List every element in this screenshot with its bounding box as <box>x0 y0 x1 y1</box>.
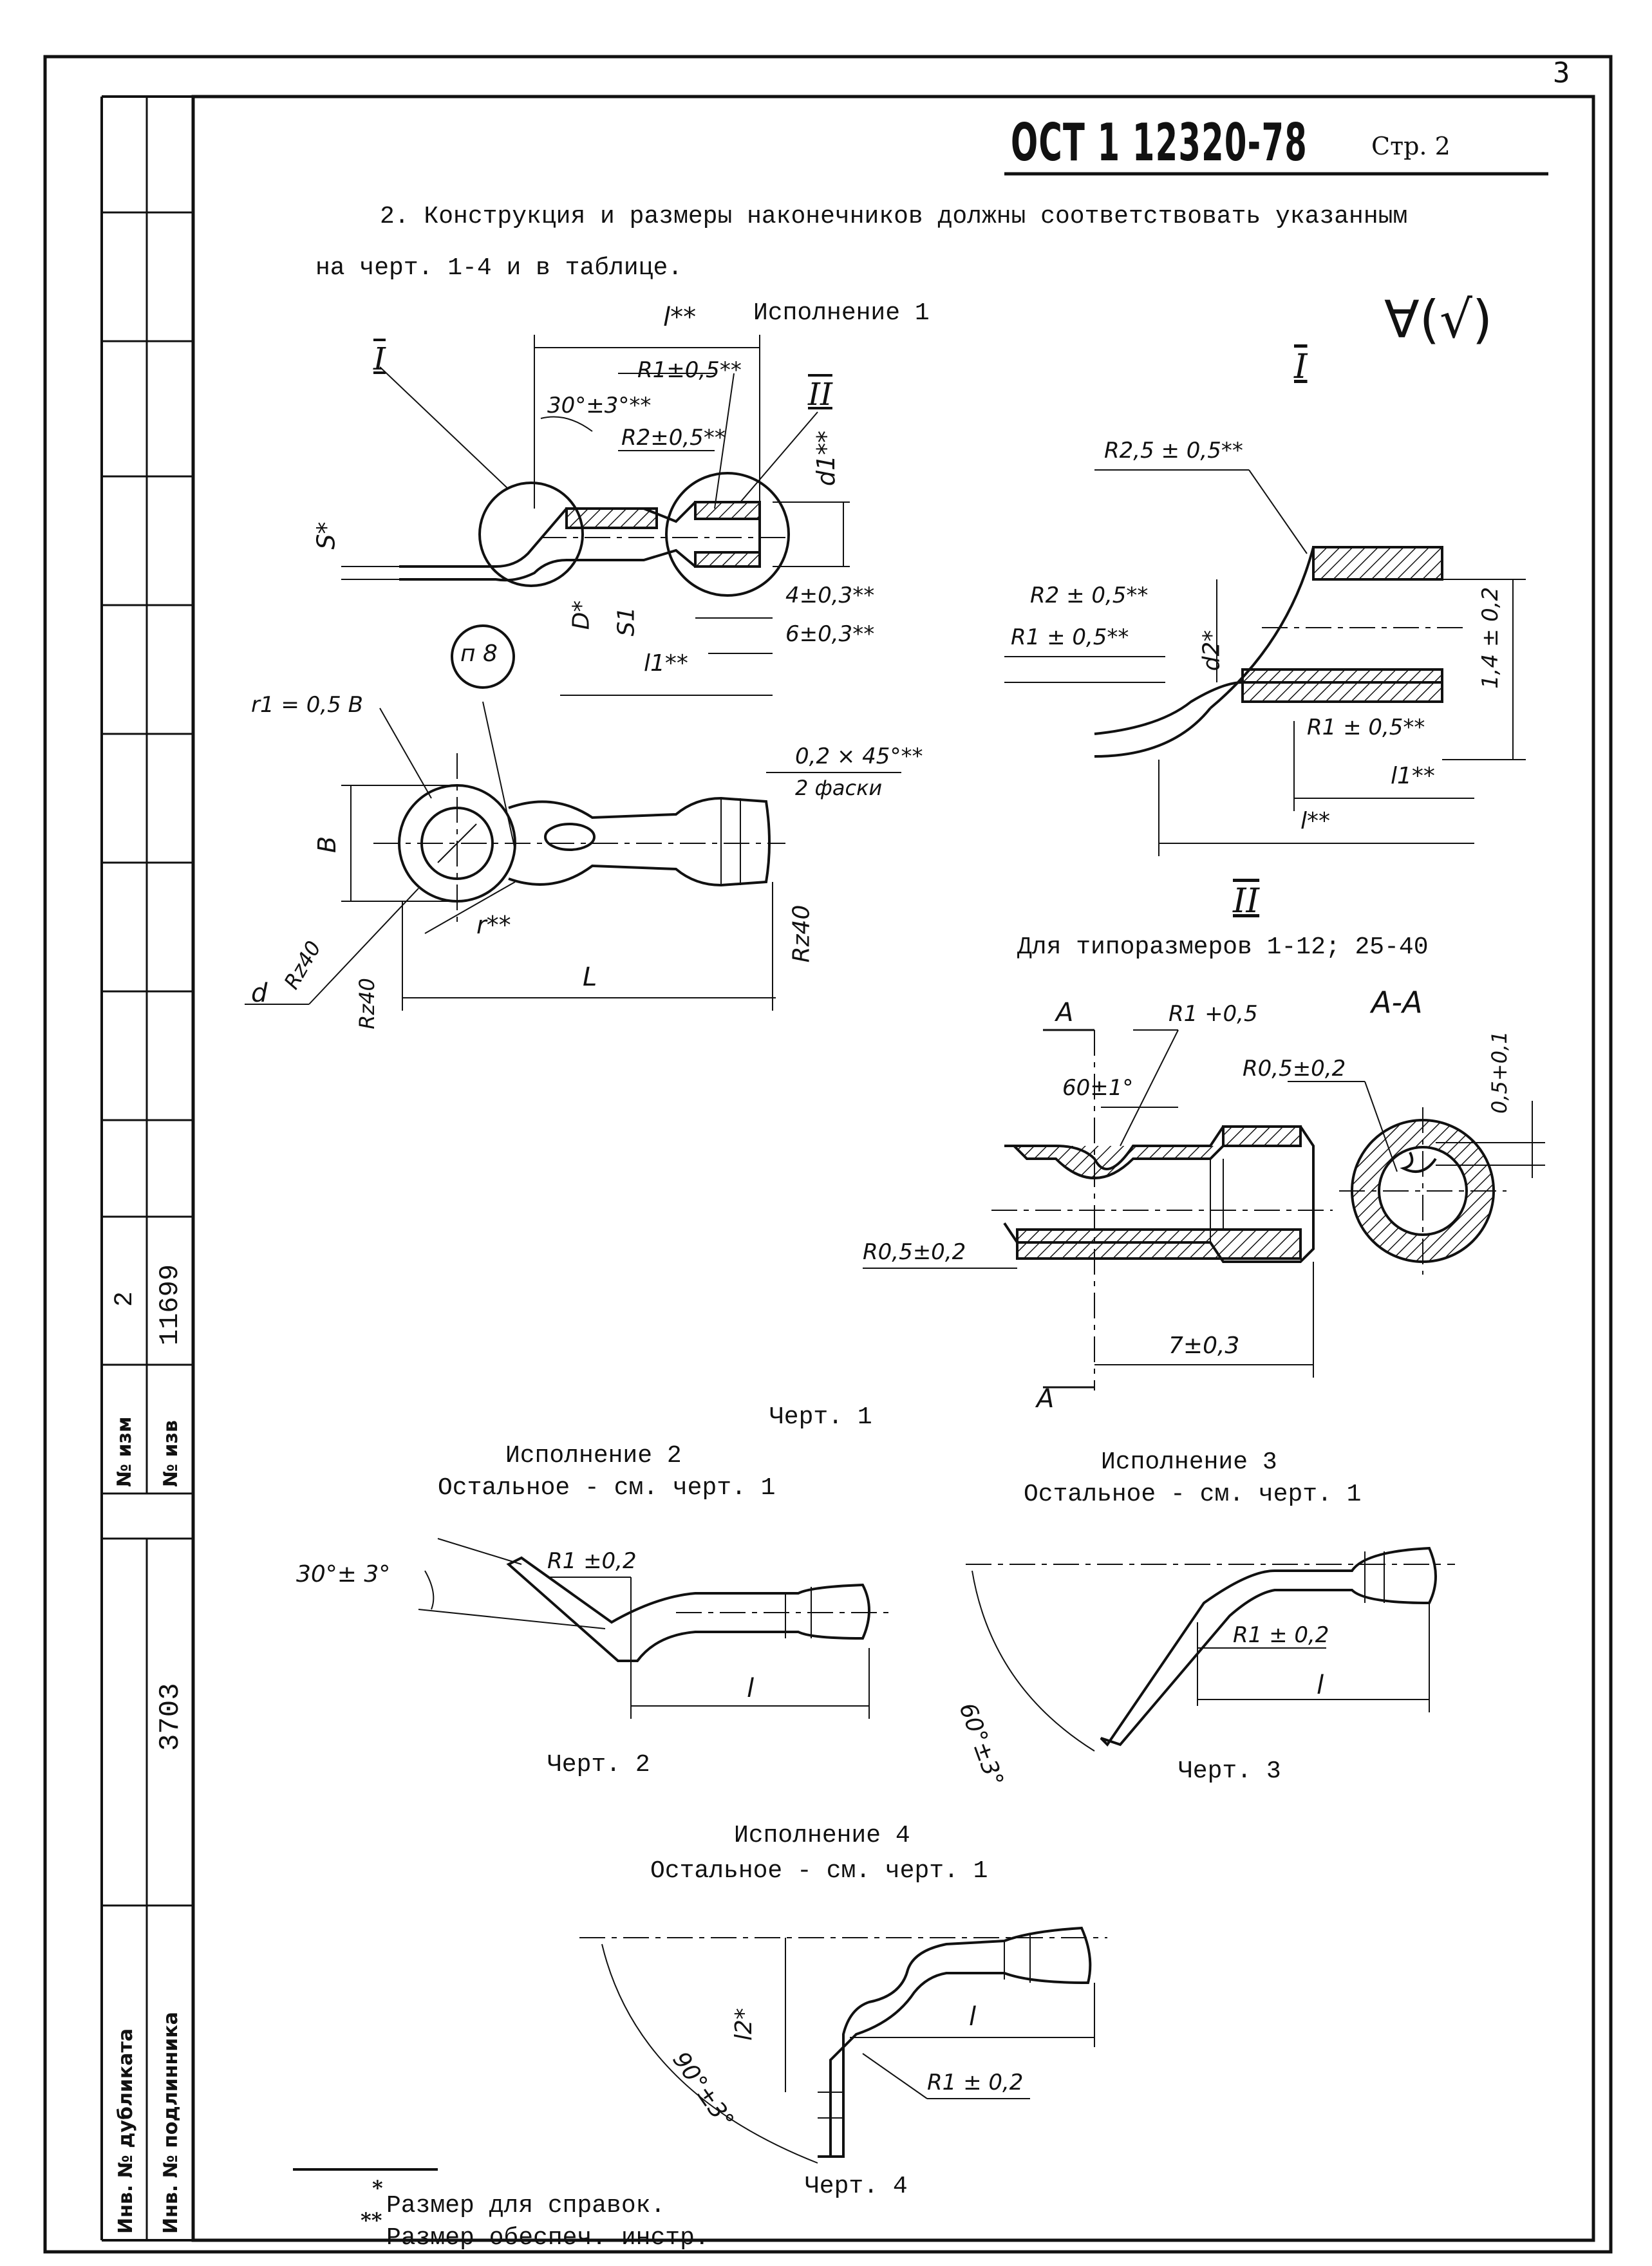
dim-r1-b: r1 = 0,5 В <box>251 692 363 718</box>
chert-3-caption: Черт. 3 <box>1178 1757 1281 1785</box>
dim-d: d <box>251 979 268 1008</box>
cut-label-bottom: А <box>1037 1384 1055 1414</box>
chert2-r1: R1 ±0,2 <box>547 1548 637 1574</box>
ispolnenie-2-note: Остальное - см. черт. 1 <box>438 1474 776 1502</box>
dim-6: 6±0,3** <box>785 621 875 647</box>
dim-l-total: l** <box>663 303 697 332</box>
view1-r25: R2,5 ± 0,5** <box>1104 438 1243 464</box>
ispolnenie-2-title: Исполнение 2 <box>505 1442 682 1470</box>
view-2-caption: Для типоразмеров 1-12; 25-40 <box>1017 933 1429 961</box>
footnote-tool: Размер обеспеч. инстр. <box>386 2224 709 2252</box>
view1-l1: l1** <box>1391 763 1435 789</box>
dim-d1: d1** <box>812 430 841 487</box>
rz40-left-2: Rz40 <box>354 978 379 1029</box>
view2-r1: R1 +0,5 <box>1169 1001 1258 1027</box>
view1-r1-b: R1 ± 0,5** <box>1307 715 1425 740</box>
stamp-inv-number: 3703 <box>155 1683 187 1751</box>
dim-s: S* <box>312 521 341 550</box>
view2-r05-a: R0,5±0,2 <box>1243 1056 1346 1082</box>
chert4-l: l <box>969 2002 977 2032</box>
chert2-l: l <box>747 1674 755 1703</box>
chert4-r1: R1 ± 0,2 <box>927 2070 1024 2095</box>
stamp-dubl-label: Инв. № дубликата <box>115 2028 137 2234</box>
stamp-izm-label: № изм <box>113 1416 136 1487</box>
view1-r1-a: R1 ± 0,5** <box>1011 624 1129 650</box>
dim-r-star: r** <box>476 911 511 939</box>
footnote-reference: Размер для справок. <box>386 2192 666 2220</box>
ispolnenie-3-note: Остальное - см. черт. 1 <box>1024 1481 1362 1508</box>
chert3-l: l <box>1317 1671 1324 1700</box>
ispolnenie-4-title: Исполнение 4 <box>734 1822 910 1849</box>
ispolnenie-3-title: Исполнение 3 <box>1101 1448 1277 1476</box>
view2-r05-b: R0,5±0,2 <box>863 1239 966 1265</box>
note-p8: п 8 <box>460 641 498 667</box>
view-2-label: II <box>1233 882 1260 921</box>
dim-s1: S1 <box>613 606 640 637</box>
roughness-symbol: ∀(√) <box>1384 290 1493 350</box>
chert3-r1: R1 ± 0,2 <box>1233 1622 1329 1648</box>
view1-l: l** <box>1300 808 1331 834</box>
footnote-marker-1: * <box>372 2176 383 2200</box>
view2-7: 7±0,3 <box>1169 1333 1240 1359</box>
dim-r1-top: R1±0,5** <box>637 357 742 383</box>
view1-r2: R2 ± 0,5** <box>1030 583 1149 608</box>
ispolnenie-4-note: Остальное - см. черт. 1 <box>650 1857 988 1885</box>
chert-2-caption: Черт. 2 <box>547 1751 650 1779</box>
view-1-label: I <box>1294 348 1308 386</box>
dim-L: L <box>583 962 597 992</box>
page-number: 3 <box>1553 57 1570 89</box>
chert-4-caption: Черт. 4 <box>805 2173 908 2200</box>
dim-chamfer: 0,2 × 45°** <box>795 744 923 769</box>
ispolnenie-1-title: Исполнение 1 <box>753 299 930 327</box>
view2-60: 60±1° <box>1062 1075 1134 1101</box>
chert2-angle: 30°± 3° <box>296 1561 391 1587</box>
dim-4: 4±0,3** <box>785 583 875 608</box>
dim-r2: R2±0,5** <box>621 425 726 451</box>
page-label: Стр. 2 <box>1371 132 1450 160</box>
chert4-l2: l2* <box>731 2008 757 2041</box>
dim-angle-30: 30°±3°** <box>547 393 652 418</box>
view1-14: 1,4 ± 0,2 <box>1478 586 1503 689</box>
body-line-2: на черт. 1-4 и в таблице. <box>315 254 683 282</box>
stamp-izv-label: № изв <box>160 1420 182 1487</box>
view-1-ref: I <box>373 341 386 377</box>
chert-1-caption: Черт. 1 <box>769 1403 872 1431</box>
body-line-1: 2. Конструкция и размеры наконечников до… <box>380 203 1408 230</box>
view1-d2: d2* <box>1198 630 1225 671</box>
view2-05: 0,5+0,1 <box>1487 1031 1512 1114</box>
stamp-izv-value: 11699 <box>155 1264 185 1345</box>
footnote-marker-2: ** <box>361 2208 382 2233</box>
cut-label-top: А <box>1056 998 1074 1027</box>
dim-D: D* <box>568 600 595 630</box>
view-2-ref: II <box>808 377 832 413</box>
standard-number: ОСТ 1 12320-78 <box>1011 113 1308 173</box>
rz40-right: Rz40 <box>788 904 815 963</box>
stamp-izm-value: 2 <box>111 1291 140 1307</box>
dim-l1: l1** <box>644 650 688 677</box>
dim-two-chamfers: 2 фаски <box>795 776 883 800</box>
stamp-podl-label: Инв. № подлинника <box>160 2012 182 2234</box>
dim-B: В <box>313 836 342 854</box>
section-label: А-А <box>1371 985 1423 1020</box>
